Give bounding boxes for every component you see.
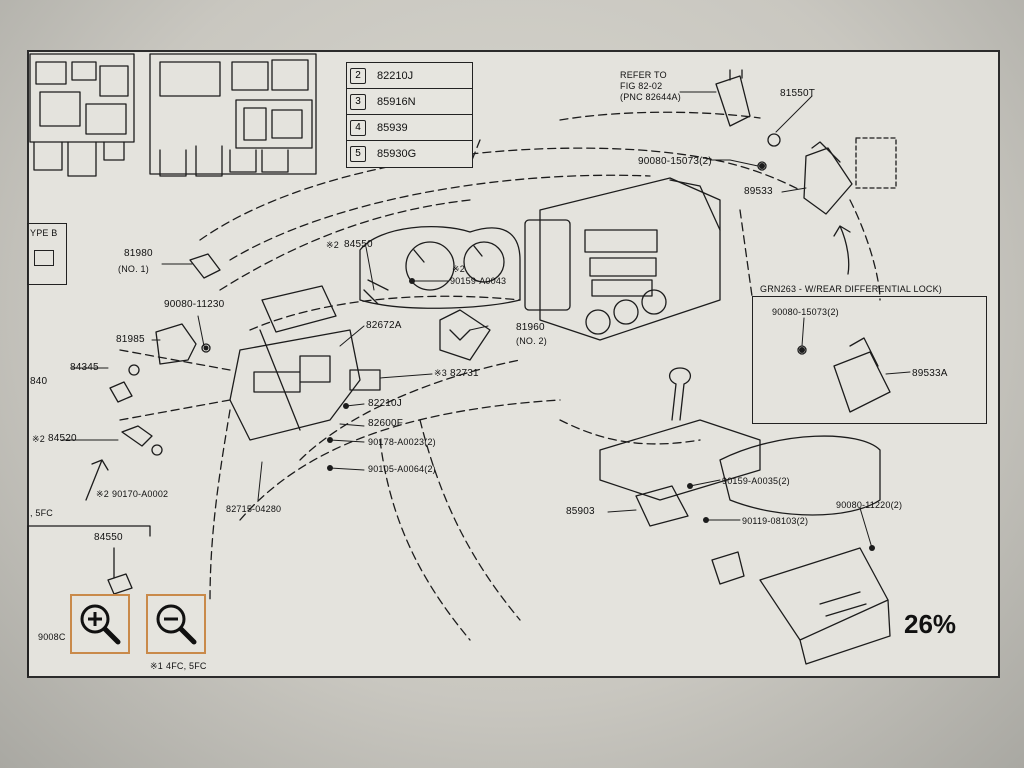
callout-81960-no2: 81960 [516,322,545,333]
parts-code-table: 2 82210J 3 85916N 4 85939 5 85930G [346,62,473,168]
zoom-out-button[interactable] [146,594,206,654]
callout-82600F: 82600F [368,418,404,429]
callout-9008c: 9008C [38,632,66,642]
callout-81980-no1-sub: (NO. 1) [118,264,149,274]
callout-85903: 85903 [566,506,595,517]
part-code: 85930G [377,148,417,160]
callout-90170-prefix: ※2 [96,489,109,499]
callout-90159-a0035: 90159-A0035(2) [722,476,790,486]
shifter-console-illustration [599,367,891,665]
callout-90159-a0043-prefix: ※2 [452,264,465,274]
callout-84520-prefix: ※2 [32,434,45,444]
item-number: 3 [350,93,366,110]
inset-title: GRN263 - W/REAR DIFFERENTIAL LOCK) [760,284,942,294]
callout-90080-15073-top: 90080-15073(2) [638,156,712,167]
callout-84550-top-prefix: ※2 [326,240,339,250]
connector-icon [34,250,54,266]
refer-to-line1: REFER TO [620,70,667,80]
lower-dash-illustration [229,279,491,441]
callout-90080-11220: 90080-11220(2) [836,500,903,510]
callout-90080-11230: 90080-11230 [164,299,225,310]
type-b-box: YPE B [27,223,67,285]
relay-block-illustration [29,53,317,177]
callout-81960-no2-sub: (NO. 2) [516,336,547,346]
inset-box-rear-diff-lock [752,296,987,424]
callout-82731-prefix: ※3 [434,368,447,378]
item-number: 2 [350,67,366,84]
zoom-in-button[interactable] [70,594,130,654]
zoom-out-icon [156,604,197,645]
parts-table-row: 4 85939 [347,115,472,141]
zoom-level-readout: 26% [904,609,957,639]
callout-82731: 82731 [450,368,479,379]
callout-4fc-prefix: ※1 [150,661,163,671]
callout-84345: 84345 [70,362,99,373]
part-code: 82210J [377,69,414,82]
callout-84520: 84520 [48,433,77,444]
callout-90105-a0064: 90105-A0064(2) [368,464,436,474]
callout-82672A: 82672A [366,320,402,331]
callout-84550-bottom: 84550 [94,532,123,543]
instrument-cluster-illustration [359,226,521,309]
bottom-left-part-illustration [107,547,133,595]
callout-4fc-5fc: 4FC, 5FC [166,661,207,671]
callout-81985: 81985 [116,334,145,345]
callout-90119-08103: 90119-08103(2) [742,516,809,526]
callout-90178-a0023: 90178-A0023(2) [368,437,436,447]
left-small-parts-illustration [85,253,221,501]
callout-90159-a0043: 90159-A0043 [450,276,507,286]
center-stack-illustration [524,177,721,341]
parts-table-row: 5 85930G [347,141,472,167]
callout-840: 840 [30,376,48,387]
top-right-parts-illustration [715,69,897,275]
parts-table-row: 3 85916N [347,89,472,115]
callout-84550-top: 84550 [344,239,373,250]
inset-switch-illustration [797,337,891,413]
callout-82210J: 82210J [368,398,403,409]
type-box-label: YPE B [30,228,58,238]
callout-89533A: 89533A [912,368,948,379]
part-code: 85916N [377,95,416,108]
callout-90080-15073-inset: 90080-15073(2) [772,307,839,317]
callout-81550T: 81550T [780,88,816,99]
callout-81980-no1: 81980 [124,248,153,259]
item-number: 5 [350,146,366,162]
item-number: 4 [350,119,366,136]
part-code: 85939 [377,121,408,134]
callout-89533: 89533 [744,186,773,197]
zoom-in-icon [80,604,121,645]
callout-5fc: , 5FC [30,508,54,518]
parts-table-row: 2 82210J [347,63,472,89]
refer-to-line3: (PNC 82644A) [620,92,681,102]
callout-82715-04280: 82715-04280 [226,504,282,514]
callout-90170-a0002: 90170-A0002 [112,489,169,499]
refer-to-line2: FIG 82-02 [620,81,663,91]
